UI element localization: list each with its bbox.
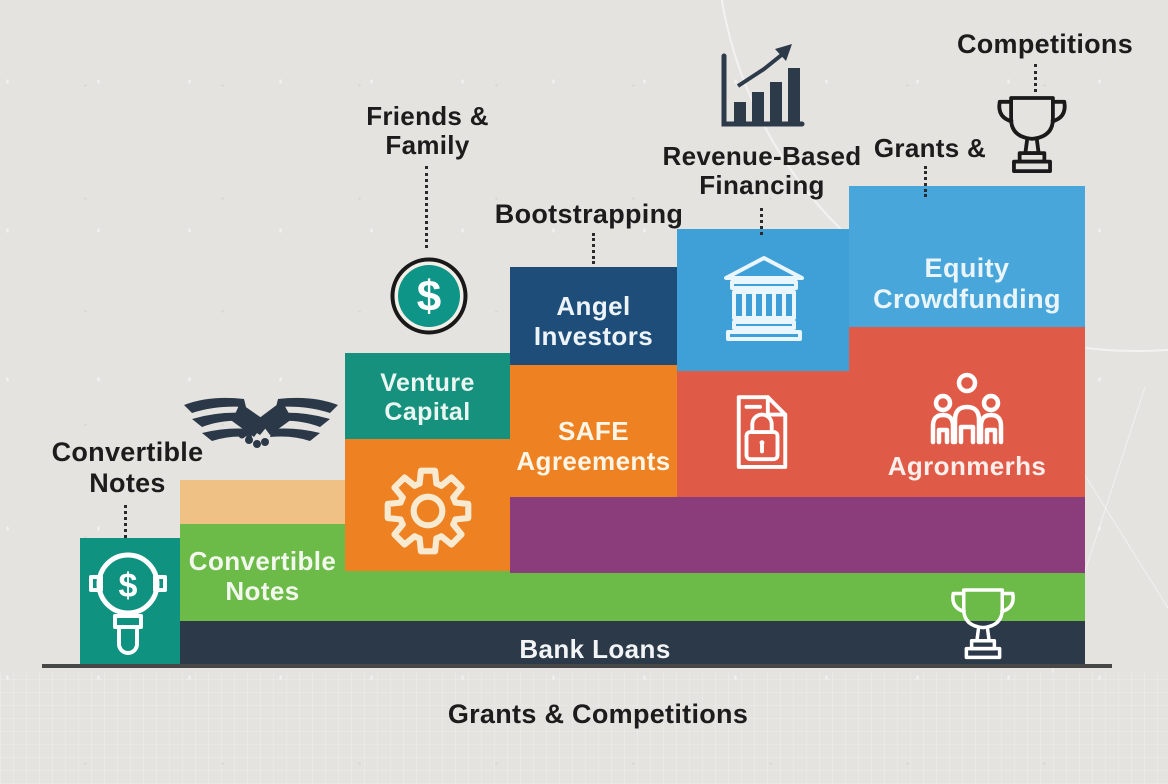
block-purple-band <box>510 497 1085 573</box>
label-line: Financing <box>699 170 825 201</box>
growth-bar-chart-icon <box>714 42 808 136</box>
label-bootstrapping: Bootstrapping <box>480 199 698 230</box>
label-line: Notes <box>89 467 166 498</box>
label-line: Angel <box>556 291 631 321</box>
bank-icon <box>719 254 809 342</box>
label-competitions: Competitions <box>950 29 1140 60</box>
connector-bootstrapping <box>592 233 595 264</box>
people-group-icon <box>924 370 1010 450</box>
label-line: Competitions <box>956 29 1134 59</box>
label-line: Family <box>385 130 470 161</box>
label-line: Agronmerhs <box>887 451 1047 481</box>
trophy-icon-bottom <box>948 581 1018 669</box>
gear-icon <box>382 465 474 557</box>
dollar-glyph: $ <box>417 272 441 321</box>
locked-document-icon <box>731 393 793 471</box>
winged-handshake-icon <box>182 393 340 457</box>
block-venture-capital <box>345 353 510 439</box>
block-label-bank-loans: Bank Loans <box>180 634 1010 664</box>
trophy-icon-top <box>994 92 1070 180</box>
label-line: SAFE <box>558 416 629 446</box>
connector-convertible-notes <box>124 505 127 538</box>
label-revenue-based-financing: Revenue-Based Financing <box>650 141 874 201</box>
magnifier-dollar-icon: $ <box>88 548 168 660</box>
label-line: Equity <box>924 253 1010 283</box>
label-line: Revenue-Based <box>662 141 862 171</box>
connector-friends-family <box>425 166 428 248</box>
label-line: Grants & Competitions <box>447 699 749 729</box>
label-line: Convertible <box>51 437 204 467</box>
block-bank-loans <box>180 621 1085 666</box>
block-label-safe-agreements: SAFE Agreements <box>510 416 677 476</box>
block-equity-crowdfunding <box>849 186 1085 327</box>
block-label-equity-crowdfunding: Equity Crowdfunding <box>849 253 1085 316</box>
label-grants-competitions-caption: Grants & Competitions <box>420 699 776 730</box>
label-line: Investors <box>533 321 654 352</box>
ground-line <box>42 664 1112 668</box>
block-label-angel-investors: Angel Investors <box>510 291 677 351</box>
label-line: Bootstrapping <box>494 199 684 229</box>
label-line: Crowdfunding <box>873 284 1061 315</box>
connector-grants <box>924 166 927 197</box>
block-label-convertible-notes: Convertible Notes <box>180 546 345 606</box>
block-tan-step <box>180 480 345 524</box>
label-friends-family: Friends & Family <box>335 101 520 161</box>
label-line: Bank Loans <box>519 634 671 664</box>
label-line: Capital <box>384 398 471 426</box>
label-line: Grants & <box>873 133 987 163</box>
label-line: Friends & <box>366 101 489 131</box>
connector-revenue-based <box>760 208 763 235</box>
label-grants: Grants & <box>855 133 1005 163</box>
label-convertible-notes: Convertible Notes <box>35 437 220 498</box>
connector-competitions <box>1034 64 1037 92</box>
label-line: Convertible <box>188 546 337 576</box>
label-line: Venture <box>380 369 475 397</box>
block-label-agreements: Agronmerhs <box>849 451 1085 481</box>
label-line: Agreements <box>516 446 671 477</box>
block-first-teal-step <box>80 538 180 666</box>
dollar-coin-icon: $ <box>389 256 469 336</box>
block-label-venture-capital: Venture Capital <box>345 369 510 427</box>
block-angel-investors <box>510 267 677 365</box>
dollar-glyph: $ <box>119 567 138 605</box>
label-line: Notes <box>225 576 300 607</box>
block-safe-agreements <box>510 365 677 497</box>
